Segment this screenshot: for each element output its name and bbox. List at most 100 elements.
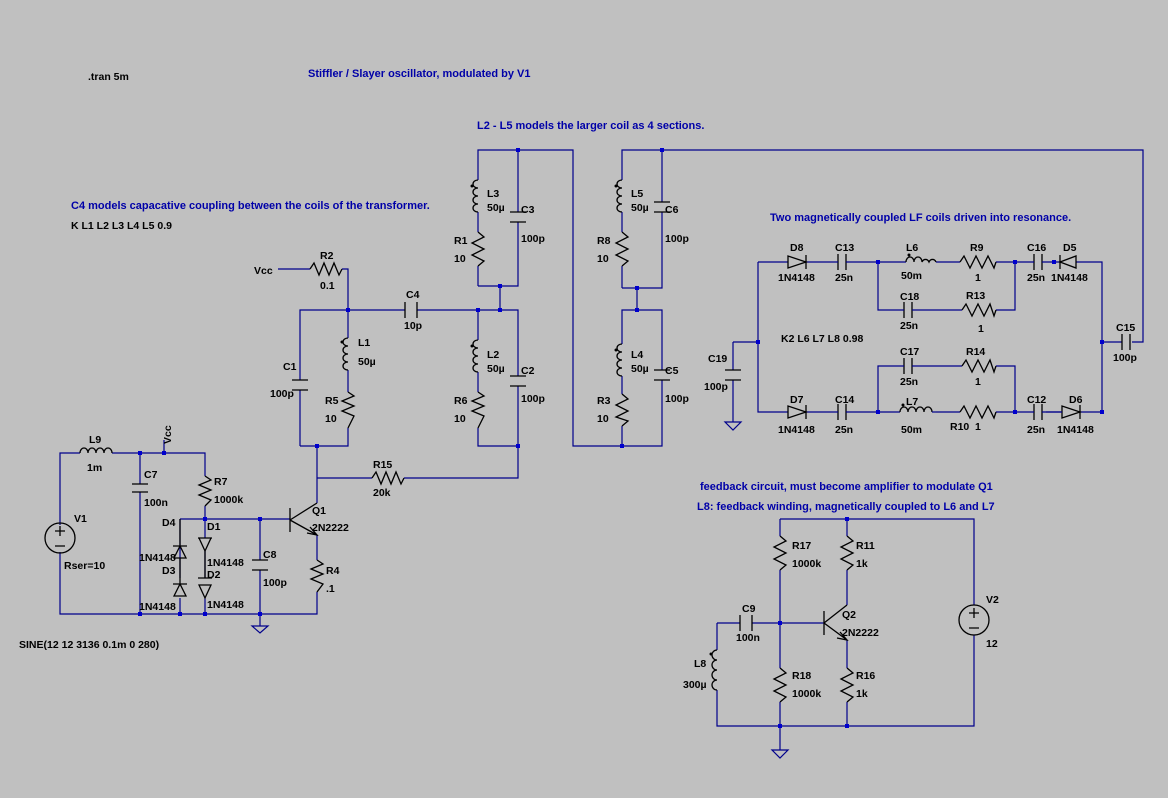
r17-value: 1000k — [792, 558, 821, 570]
q1-value: 2N2222 — [312, 522, 349, 534]
c2-label: C2 — [521, 365, 535, 377]
r2-resistor — [309, 261, 343, 277]
l6-inductor — [905, 256, 937, 264]
c12-value: 25n — [1027, 424, 1045, 436]
r14-label: R14 — [966, 346, 985, 358]
c3-value: 100p — [521, 233, 545, 245]
r10-value: 1 — [975, 421, 981, 433]
d6-diode — [1061, 405, 1083, 419]
r5-label: R5 — [325, 395, 339, 407]
k2-coupling-directive: K2 L6 L7 L8 0.98 — [781, 333, 863, 345]
c3-label: C3 — [521, 204, 535, 216]
v1-label: V1 — [74, 513, 87, 525]
c1-capacitor — [292, 379, 308, 391]
r8-resistor — [614, 231, 630, 267]
q2-value: 2N2222 — [842, 627, 879, 639]
c16-capacitor — [1033, 254, 1043, 270]
feedback-comment-1: feedback circuit, must become amplifier … — [700, 481, 993, 493]
c14-capacitor — [837, 404, 847, 420]
r9-resistor — [959, 254, 997, 270]
d1-value: 1N4148 — [207, 557, 244, 569]
c2-capacitor — [510, 375, 526, 387]
r16-label: R16 — [856, 670, 875, 682]
c1-label: C1 — [283, 361, 297, 373]
c9-label: C9 — [742, 603, 756, 615]
l9-inductor — [79, 447, 113, 454]
r16-value: 1k — [856, 688, 868, 700]
r10-label: R10 — [950, 421, 969, 433]
c1-value: 100p — [270, 388, 294, 400]
c5-label: C5 — [665, 365, 679, 377]
r3-resistor — [614, 393, 630, 427]
l1-label: L1 — [358, 337, 370, 349]
r7-resistor — [197, 475, 213, 507]
r3-value: 10 — [597, 413, 609, 425]
r9-value: 1 — [975, 272, 981, 284]
r17-label: R17 — [792, 540, 811, 552]
c5-value: 100p — [665, 393, 689, 405]
l6-value: 50m — [901, 270, 922, 282]
c6-capacitor — [654, 201, 670, 213]
l1-value: 50µ — [358, 356, 376, 368]
d4-value: 1N4148 — [139, 552, 176, 564]
c7-capacitor — [132, 483, 148, 493]
d4-label: D4 — [162, 517, 176, 529]
c2-value: 100p — [521, 393, 545, 405]
d6-label: D6 — [1069, 394, 1083, 406]
d3-diode — [172, 582, 188, 597]
c12-capacitor — [1033, 404, 1043, 420]
v2-value: 12 — [986, 638, 998, 650]
r4-value: .1 — [326, 583, 335, 595]
feedback-comment-2: L8: feedback winding, magnetically coupl… — [697, 501, 995, 513]
r6-label: R6 — [454, 395, 468, 407]
c18-label: C18 — [900, 291, 919, 303]
c14-value: 25n — [835, 424, 853, 436]
r11-resistor — [839, 535, 855, 571]
d8-label: D8 — [790, 242, 804, 254]
c7-value: 100n — [144, 497, 168, 509]
directives: .tran 5m K L1 L2 L3 L4 L5 0.9 K2 L6 L7 L… — [19, 71, 863, 651]
q1-label: Q1 — [312, 505, 326, 517]
r9-label: R9 — [970, 242, 984, 254]
c19-label: C19 — [708, 353, 727, 365]
d3-value: 1N4148 — [139, 601, 176, 613]
c13-capacitor — [837, 254, 847, 270]
v2-source — [958, 604, 990, 636]
r15-label: R15 — [373, 459, 392, 471]
vcc-label-2: Vcc — [162, 425, 174, 444]
c8-capacitor — [252, 559, 268, 571]
c17-label: C17 — [900, 346, 919, 358]
c9-value: 100n — [736, 632, 760, 644]
c14-label: C14 — [835, 394, 854, 406]
c6-value: 100p — [665, 233, 689, 245]
coil-sections-comment: L2 - L5 models the larger coil as 4 sect… — [477, 120, 704, 132]
r8-label: R8 — [597, 235, 611, 247]
c4-capacitor — [404, 302, 418, 318]
l2-value: 50µ — [487, 363, 505, 375]
l4-label: L4 — [631, 349, 643, 361]
d2-value: 1N4148 — [207, 599, 244, 611]
c19-capacitor — [725, 369, 741, 381]
r11-label: R11 — [856, 540, 875, 552]
d2-diode — [197, 577, 213, 600]
q2-transistor — [823, 604, 849, 642]
l8-label: L8 — [694, 658, 706, 670]
d7-value: 1N4148 — [778, 424, 815, 436]
components — [44, 179, 1131, 703]
l8-inductor — [711, 649, 718, 691]
r13-resistor — [961, 302, 997, 319]
l3-label: L3 — [487, 188, 499, 200]
node-dots — [138, 148, 1104, 728]
l3-inductor — [472, 179, 479, 213]
d5-diode — [1058, 255, 1077, 269]
l3-value: 50µ — [487, 202, 505, 214]
v1-sine-directive: SINE(12 12 3136 0.1m 0 280) — [19, 639, 159, 651]
d7-diode — [787, 405, 809, 419]
r18-resistor — [772, 667, 788, 703]
d8-value: 1N4148 — [778, 272, 815, 284]
l5-label: L5 — [631, 188, 643, 200]
r11-value: 1k — [856, 558, 868, 570]
c13-label: C13 — [835, 242, 854, 254]
r13-label: R13 — [966, 290, 985, 302]
